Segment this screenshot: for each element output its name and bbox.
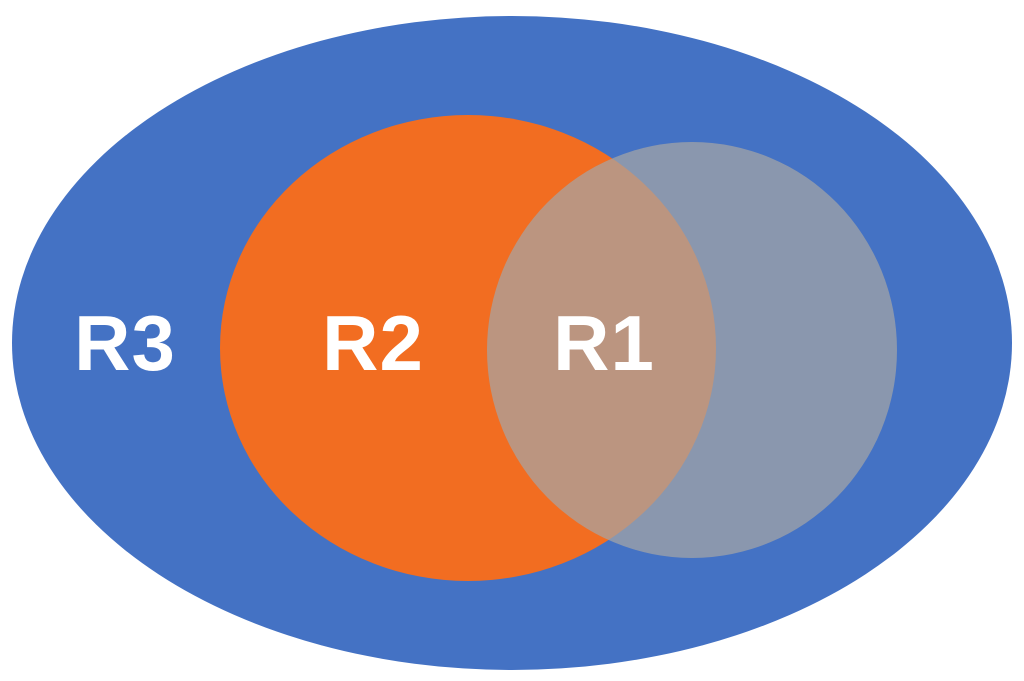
- region-r3-label: R3: [74, 299, 176, 387]
- region-r1-label: R1: [553, 299, 655, 387]
- region-r2-label: R2: [322, 299, 424, 387]
- region-r1-circle: [487, 142, 897, 558]
